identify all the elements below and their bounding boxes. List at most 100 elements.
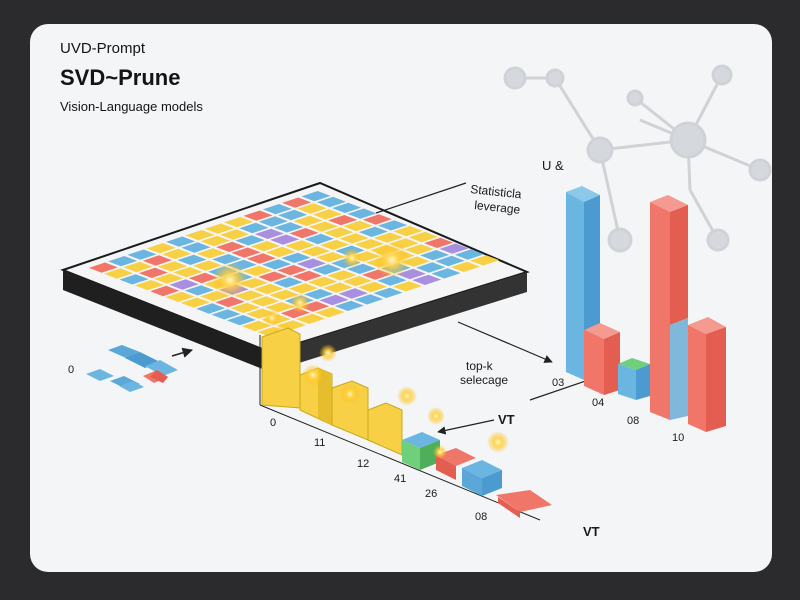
vt-mid-label: VT <box>498 412 515 427</box>
matrix-cell <box>277 265 307 276</box>
matrix-cell <box>396 268 426 280</box>
matrix-cell <box>312 264 342 275</box>
matrix-cell <box>323 282 353 293</box>
matrix-cell <box>332 202 362 213</box>
idx-label-12: 12 <box>357 458 369 470</box>
matrix-cell <box>454 249 484 260</box>
matrix-cell <box>339 233 369 244</box>
matrix-cell <box>282 197 312 208</box>
matrix-cell <box>316 252 346 263</box>
matrix-cell <box>258 271 288 282</box>
matrix-cell <box>88 262 118 273</box>
matrix-cell <box>177 254 207 265</box>
token-blocks-icon <box>86 345 178 392</box>
leverage-label-line1: Statisticla <box>470 182 523 201</box>
matrix-cell <box>362 214 392 225</box>
leverage-leader-line <box>375 182 467 214</box>
matrix-cell <box>224 217 254 228</box>
matrix-cell <box>431 268 461 279</box>
grid-glows <box>212 242 410 362</box>
matrix-cell <box>324 227 354 238</box>
idx-label-26: 26 <box>425 488 437 500</box>
matrix-cell <box>338 288 368 299</box>
network-graph-icon <box>503 64 772 253</box>
matrix-cell <box>230 302 260 313</box>
matrix-cell <box>412 274 442 285</box>
matrix-cell <box>319 294 349 306</box>
matrix-cell <box>212 254 242 265</box>
matrix-cell <box>358 226 388 237</box>
matrix-cell <box>184 285 214 296</box>
matrix-cell <box>165 291 195 302</box>
matrix-cell <box>216 241 246 252</box>
matrix-cell <box>408 231 438 243</box>
topk-label-line1: top-k <box>466 359 494 373</box>
matrix-cell <box>196 303 226 314</box>
matrix-cell <box>231 247 261 258</box>
vt-arrow <box>437 419 495 435</box>
idx-label-04: 04 <box>592 397 604 409</box>
matrix-cell <box>470 255 500 266</box>
arrow-icon <box>171 347 194 358</box>
matrix-cell <box>327 270 357 281</box>
matrix-cell <box>308 276 338 287</box>
matrix-cell <box>424 237 454 248</box>
matrix-cell <box>211 309 241 320</box>
attention-matrix-grid <box>88 191 500 337</box>
matrix-cell <box>358 281 388 293</box>
matrix-cell <box>377 275 407 286</box>
matrix-cell <box>269 289 299 300</box>
matrix-cell <box>392 281 422 292</box>
matrix-cell <box>192 260 222 271</box>
matrix-cell <box>243 210 273 221</box>
matrix-cell <box>204 223 234 234</box>
matrix-cell <box>270 234 300 245</box>
matrix-cell <box>226 315 256 326</box>
matrix-cell <box>266 246 296 258</box>
matrix-cell <box>285 240 315 251</box>
singular-value-bars <box>566 186 726 432</box>
matrix-cell <box>239 222 269 234</box>
matrix-cell <box>393 226 423 237</box>
matrix-cell <box>354 294 384 305</box>
matrix-cell <box>138 267 168 278</box>
matrix-cell <box>134 280 164 291</box>
matrix-cell <box>200 235 230 247</box>
matrix-cell <box>185 230 215 241</box>
matrix-cell <box>288 283 318 294</box>
left-zero-label: 0 <box>68 364 74 376</box>
matrix-cell <box>150 285 180 297</box>
matrix-cell <box>320 239 350 250</box>
matrix-cell <box>235 235 265 246</box>
title: SVD~Prune <box>60 65 181 90</box>
matrix-cell <box>289 228 319 239</box>
matrix-cell <box>262 204 292 215</box>
matrix-cell <box>347 208 377 219</box>
matrix-cell <box>262 259 292 270</box>
matrix-cell <box>378 220 408 231</box>
matrix-cell <box>354 239 384 250</box>
idx-label-41: 41 <box>394 473 406 485</box>
matrix-cell <box>169 279 199 290</box>
matrix-cell <box>374 232 404 243</box>
idx-label-08b: 08 <box>627 415 639 427</box>
matrix-cell <box>180 297 210 308</box>
matrix-cell <box>342 276 372 287</box>
matrix-cell <box>119 274 149 285</box>
matrix-cell <box>300 246 330 257</box>
matrix-cell <box>308 221 338 232</box>
matrix-cell <box>297 203 327 214</box>
idx-label-0: 0 <box>270 417 276 429</box>
matrix-cell <box>127 249 157 260</box>
matrix-cell <box>242 320 272 332</box>
matrix-cell <box>373 287 403 298</box>
matrix-cell <box>296 258 326 269</box>
matrix-cell <box>304 289 334 300</box>
matrix-cell <box>154 273 184 284</box>
matrix-cell <box>439 243 469 254</box>
matrix-cell <box>274 222 304 233</box>
matrix-cell <box>416 262 446 273</box>
matrix-cell <box>146 243 176 254</box>
matrix-cell <box>250 241 280 252</box>
